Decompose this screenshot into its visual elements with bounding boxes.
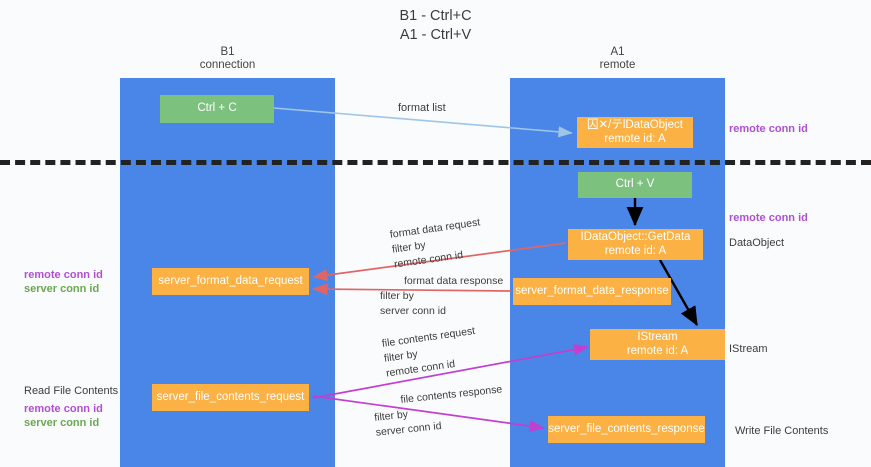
- lane-header-a1-name: A1: [610, 46, 625, 58]
- annotation-remote-conn-id-left-top: remote conn id: [24, 269, 103, 281]
- lane-header-a1-subtitle: remote: [599, 59, 636, 71]
- lane-header-b1: B1 connection: [120, 46, 335, 72]
- phase-divider: [0, 160, 871, 165]
- server-conn-id-text: server conn id: [380, 305, 446, 317]
- node-idataobject-getdata-label: IDataObject::GetData: [580, 231, 691, 243]
- title-line-1: B1 - Ctrl+C: [399, 8, 472, 24]
- annotation-conn-id-pair-top: remote conn id server conn id: [24, 268, 103, 296]
- page-title: B1 - Ctrl+C A1 - Ctrl+V: [0, 7, 871, 45]
- node-istream[interactable]: IStream remote id: A: [590, 329, 725, 360]
- annotation-write-file-contents: Write File Contents: [735, 425, 829, 437]
- node-server-file-contents-request[interactable]: server_file_contents_request: [152, 384, 309, 411]
- lane-header-b1-subtitle: connection: [199, 59, 256, 71]
- annotation-remote-conn-id-top: remote conn id: [729, 123, 808, 135]
- node-server-file-contents-request-label: server_file_contents_request: [156, 390, 305, 403]
- node-ctrl-v-label: Ctrl + V: [615, 178, 655, 191]
- node-server-format-data-response[interactable]: server_format_data_response: [513, 278, 671, 305]
- annotation-read-file-contents: Read File Contents: [24, 385, 119, 397]
- node-register-dataobject-sublabel: remote id: A: [604, 132, 666, 145]
- node-istream-sublabel: remote id: A: [626, 344, 689, 357]
- node-server-format-data-response-label: server_format_data_response: [515, 284, 669, 297]
- node-ctrl-c-label: Ctrl + C: [197, 102, 237, 115]
- node-server-format-data-request-label: server_format_data_request: [158, 274, 303, 287]
- filter-by-text: filter by: [380, 290, 414, 302]
- node-idataobject-getdata-sublabel: remote id: A: [604, 244, 667, 257]
- edge-label-format-data-response: format data response filter by server co…: [380, 274, 503, 319]
- annotation-server-conn-id-left-top: server conn id: [24, 283, 100, 295]
- node-ctrl-v[interactable]: Ctrl + V: [578, 172, 692, 198]
- annotation-server-conn-id-left-bottom: server conn id: [24, 417, 100, 429]
- annotation-conn-id-pair-bottom: remote conn id server conn id: [24, 402, 103, 430]
- node-server-file-contents-response[interactable]: server_file_contents_response: [548, 416, 705, 443]
- node-istream-label: IStream: [637, 331, 678, 343]
- edge-label-file-contents-request: file contents request filter by remote c…: [381, 324, 480, 382]
- annotation-remote-conn-id-left-bottom: remote conn id: [24, 403, 103, 415]
- node-register-dataobject-label: 囚✕/テlDataObject: [587, 119, 683, 131]
- lane-header-a1: A1 remote: [510, 46, 725, 72]
- node-server-format-data-request[interactable]: server_format_data_request: [152, 268, 309, 295]
- annotation-istream: IStream: [729, 343, 768, 355]
- annotation-remote-conn-id-mid: remote conn id: [729, 212, 808, 224]
- node-idataobject-getdata[interactable]: IDataObject::GetData remote id: A: [568, 229, 703, 260]
- edge-label-file-contents-response: file contents response filter by server …: [372, 382, 506, 440]
- title-line-2: A1 - Ctrl+V: [399, 27, 472, 43]
- edge-label-format-data-response-line2: filter by server conn id: [380, 289, 503, 319]
- node-ctrl-c[interactable]: Ctrl + C: [160, 95, 274, 123]
- node-server-file-contents-response-label: server_file_contents_response: [548, 422, 705, 435]
- edge-label-format-data-request: format data request filter by remote con…: [389, 215, 485, 272]
- lane-header-b1-name: B1: [220, 46, 235, 58]
- edge-label-format-list: format list: [398, 102, 446, 114]
- node-register-dataobject[interactable]: 囚✕/テlDataObject remote id: A: [577, 117, 693, 148]
- edge-label-format-data-response-line1: format data response: [404, 275, 504, 287]
- annotation-dataobject: DataObject: [729, 237, 785, 249]
